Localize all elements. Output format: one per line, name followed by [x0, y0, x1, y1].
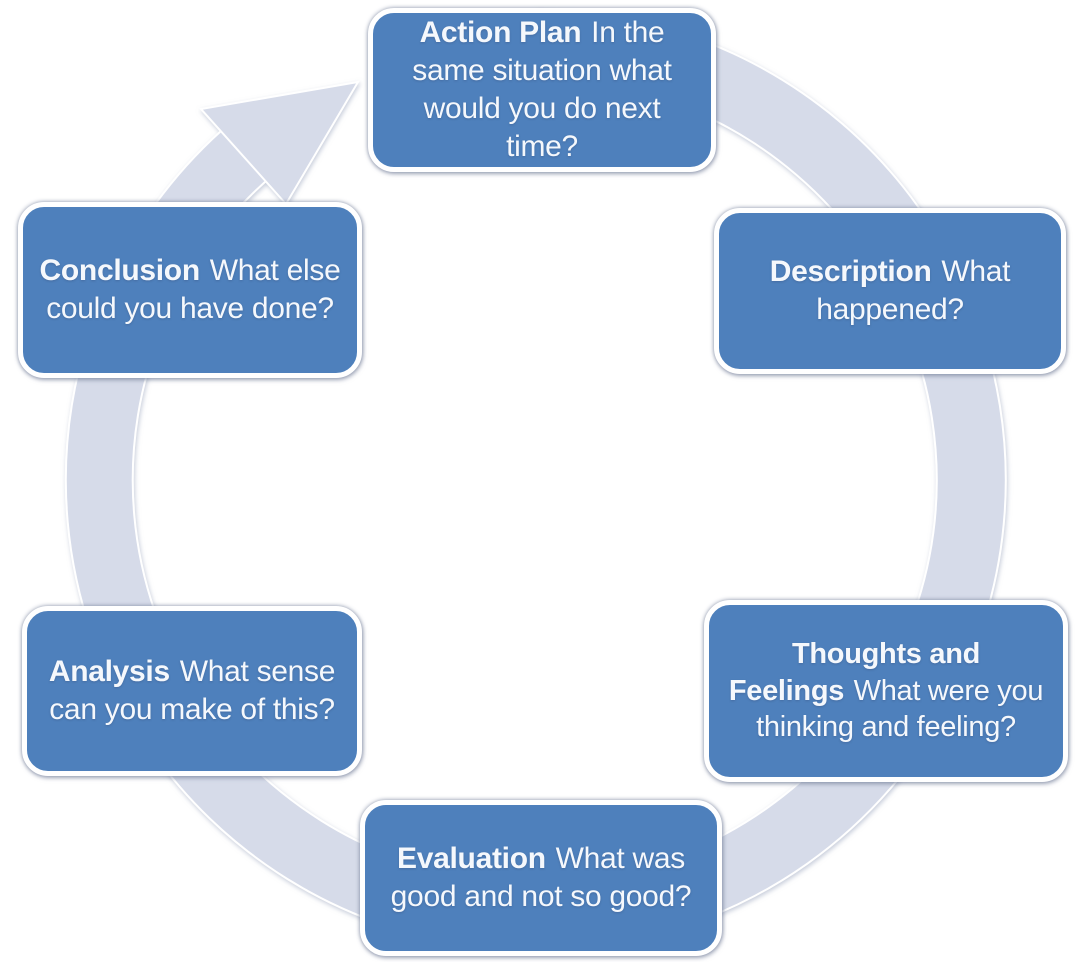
step-question: What sense can you make of this? [49, 655, 336, 726]
step-question: What else could you have done? [46, 254, 341, 325]
step-title: Description [769, 255, 932, 289]
step-question: What happened? [816, 255, 1011, 326]
step-title: Evaluation [397, 842, 546, 876]
step-title: Action Plan [419, 16, 582, 50]
step-title: Analysis [48, 655, 170, 689]
step-title: Conclusion [39, 254, 201, 288]
step-question: In the same situation what would you do … [412, 16, 672, 163]
step-question: What were you thinking and feeling? [756, 674, 1044, 744]
step-question: What was good and not so good? [390, 842, 692, 913]
step-title: Thoughts and Feelings [728, 638, 981, 707]
arrow-head-icon [199, 80, 360, 206]
